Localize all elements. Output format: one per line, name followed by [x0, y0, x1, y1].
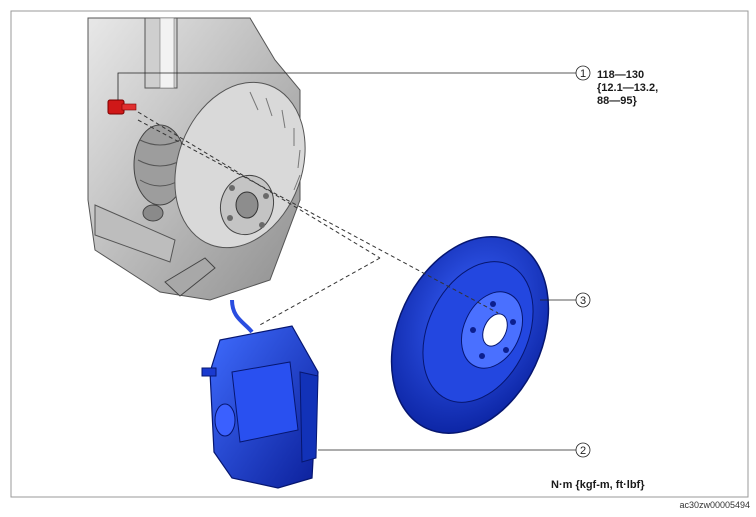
- leader-lines: [117, 72, 576, 451]
- alignment-lines: [137, 111, 499, 327]
- diagram-frame: [10, 10, 749, 498]
- unit-legend: N·m {kgf-m, ft·lbf}: [551, 479, 645, 491]
- figure-id: ac30zw00005494: [679, 500, 750, 510]
- callout-3: 3: [575, 292, 591, 308]
- brake-caliper: [201, 299, 319, 489]
- torque-ftlbf: 88—95}: [597, 95, 637, 107]
- callout-3-number: 3: [580, 295, 586, 307]
- torque-specification: 118—130 {12.1—13.2, 88—95}: [597, 69, 687, 108]
- callout-1: 1: [575, 65, 591, 81]
- torque-kgfm: {12.1—13.2,: [597, 82, 659, 94]
- callout-2: 2: [575, 442, 591, 458]
- brake-disc: [390, 236, 550, 434]
- callout-1-number: 1: [580, 68, 586, 80]
- caliper-bolt: [107, 99, 137, 115]
- callout-2-number: 2: [580, 445, 586, 457]
- steering-knuckle-assembly: [87, 17, 306, 301]
- torque-nm: 118—130: [597, 69, 645, 81]
